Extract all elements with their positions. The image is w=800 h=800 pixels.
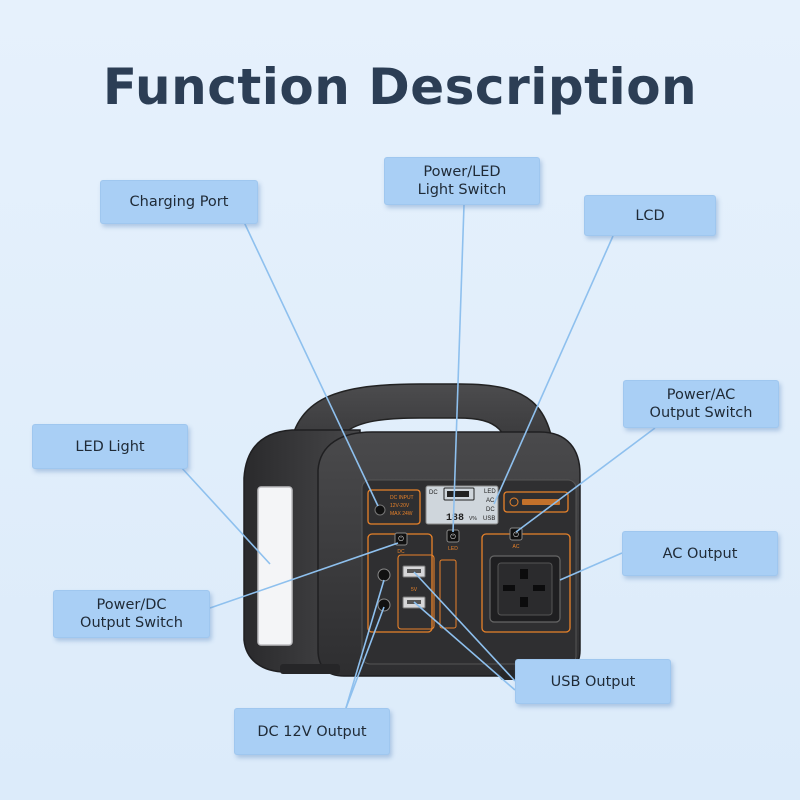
input-label-2: 12V-20V bbox=[390, 503, 410, 509]
callout-power-led-line1: Power/LED bbox=[423, 164, 501, 180]
led-light-panel bbox=[257, 486, 293, 646]
callout-charging-port: Charging Port bbox=[100, 180, 258, 224]
page-title: Function Description bbox=[102, 58, 698, 116]
callout-power-ac-line1: Power/AC bbox=[666, 387, 736, 403]
lcd-value: 188 bbox=[446, 513, 464, 524]
callout-power-dc-line1: Power/DC bbox=[96, 597, 167, 613]
svg-text:⏻: ⏻ bbox=[398, 535, 404, 543]
callout-led-light: LED Light bbox=[32, 424, 188, 469]
callout-power-led-line2: Light Switch bbox=[417, 182, 507, 198]
callout-power-dc-switch: Power/DC Output Switch bbox=[53, 590, 210, 638]
power-ac-switch[interactable] bbox=[509, 527, 523, 541]
callout-lcd: LCD bbox=[584, 195, 716, 236]
callout-ac-output-text: AC Output bbox=[662, 545, 738, 562]
leader-lines bbox=[179, 204, 656, 709]
lcd-ac-label: AC bbox=[486, 498, 495, 504]
callout-power-ac-line2: Output Switch bbox=[649, 405, 753, 421]
lcd-unit: V% bbox=[469, 516, 477, 522]
input-label-3: MAX 24W bbox=[390, 511, 413, 517]
lcd-usb-label: USB bbox=[483, 516, 495, 522]
callout-power-dc-line2: Output Switch bbox=[80, 615, 183, 631]
lcd-dc-label: DC bbox=[429, 490, 438, 496]
input-label-1: DC INPUT bbox=[390, 495, 414, 501]
callout-power-led-switch: Power/LED Light Switch bbox=[384, 157, 540, 205]
callout-lcd-text: LCD bbox=[635, 207, 665, 224]
callout-usb-output: USB Output bbox=[515, 659, 671, 704]
charging-port[interactable] bbox=[374, 504, 386, 516]
lcd-led-label: LED bbox=[484, 489, 496, 495]
callout-led-light-text: LED Light bbox=[75, 438, 145, 455]
ac-switch-label: AC bbox=[513, 544, 520, 550]
dc-12v-port-1[interactable] bbox=[377, 568, 391, 582]
usb-port-label: 5V bbox=[411, 587, 418, 593]
power-dc-switch[interactable] bbox=[394, 532, 408, 546]
svg-text:⏻: ⏻ bbox=[513, 531, 519, 539]
callout-power-ac-switch: Power/AC Output Switch bbox=[623, 380, 779, 428]
callout-charging-port-text: Charging Port bbox=[129, 194, 229, 210]
dc-switch-label: DC bbox=[397, 549, 405, 555]
callout-dc-12v-output: DC 12V Output bbox=[234, 708, 390, 755]
led-switch-label: LED bbox=[448, 546, 458, 552]
dc-12v-port-2[interactable] bbox=[377, 598, 391, 612]
callout-dc-12v-output-text: DC 12V Output bbox=[257, 723, 367, 740]
svg-text:⏻: ⏻ bbox=[450, 533, 456, 541]
lcd-dc-right-label: DC bbox=[486, 507, 495, 513]
callout-ac-output: AC Output bbox=[622, 531, 778, 576]
callout-usb-output-text: USB Output bbox=[550, 673, 636, 690]
